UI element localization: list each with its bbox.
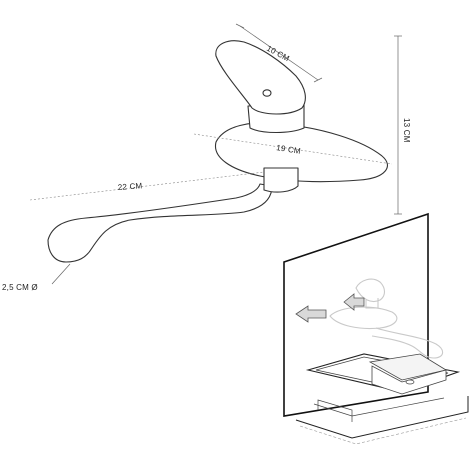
faucet-neck: [263, 167, 299, 193]
height-label: 13 CM: [402, 118, 411, 143]
handle-width-tick-start: [235, 23, 245, 29]
sink-unit: [305, 353, 461, 395]
wall-mounted-faucet: [329, 278, 444, 359]
faucet-main-drawing: [47, 40, 393, 263]
outlet-diameter-label: 2,5 CM Ø: [2, 283, 38, 292]
mounted-faucet-body: [329, 306, 398, 330]
body-width-guide: [193, 133, 393, 165]
faucet-handle-lever: [215, 40, 306, 115]
sink-drain: [405, 379, 415, 385]
handle-indicator-dot: [262, 89, 272, 97]
installation-illustration: [283, 212, 469, 445]
spout-length-label: 22 CM: [118, 181, 143, 192]
body-width-label: 19 CM: [276, 143, 302, 156]
faucet-body-disc: [214, 122, 388, 183]
handle-width-line: [239, 25, 319, 81]
sink-basin-wall: [371, 365, 447, 395]
cabinet-panel-left: [317, 399, 353, 422]
dimension-lines: [29, 23, 402, 285]
handle-width-tick-end: [313, 77, 323, 83]
faucet-spout: [47, 183, 273, 263]
handle-motion-arrow-icon: [343, 293, 365, 311]
water-flow-arrow-icon: [295, 305, 327, 323]
mounted-faucet-spout: [371, 327, 444, 359]
outlet-diameter-leader: [51, 263, 71, 285]
cabinet-outline-front: [295, 396, 469, 439]
spout-length-line: [29, 171, 265, 201]
mounted-faucet-stem: [365, 298, 379, 309]
sink-cabinet: [295, 396, 469, 445]
mounted-faucet-handle: [355, 278, 386, 303]
